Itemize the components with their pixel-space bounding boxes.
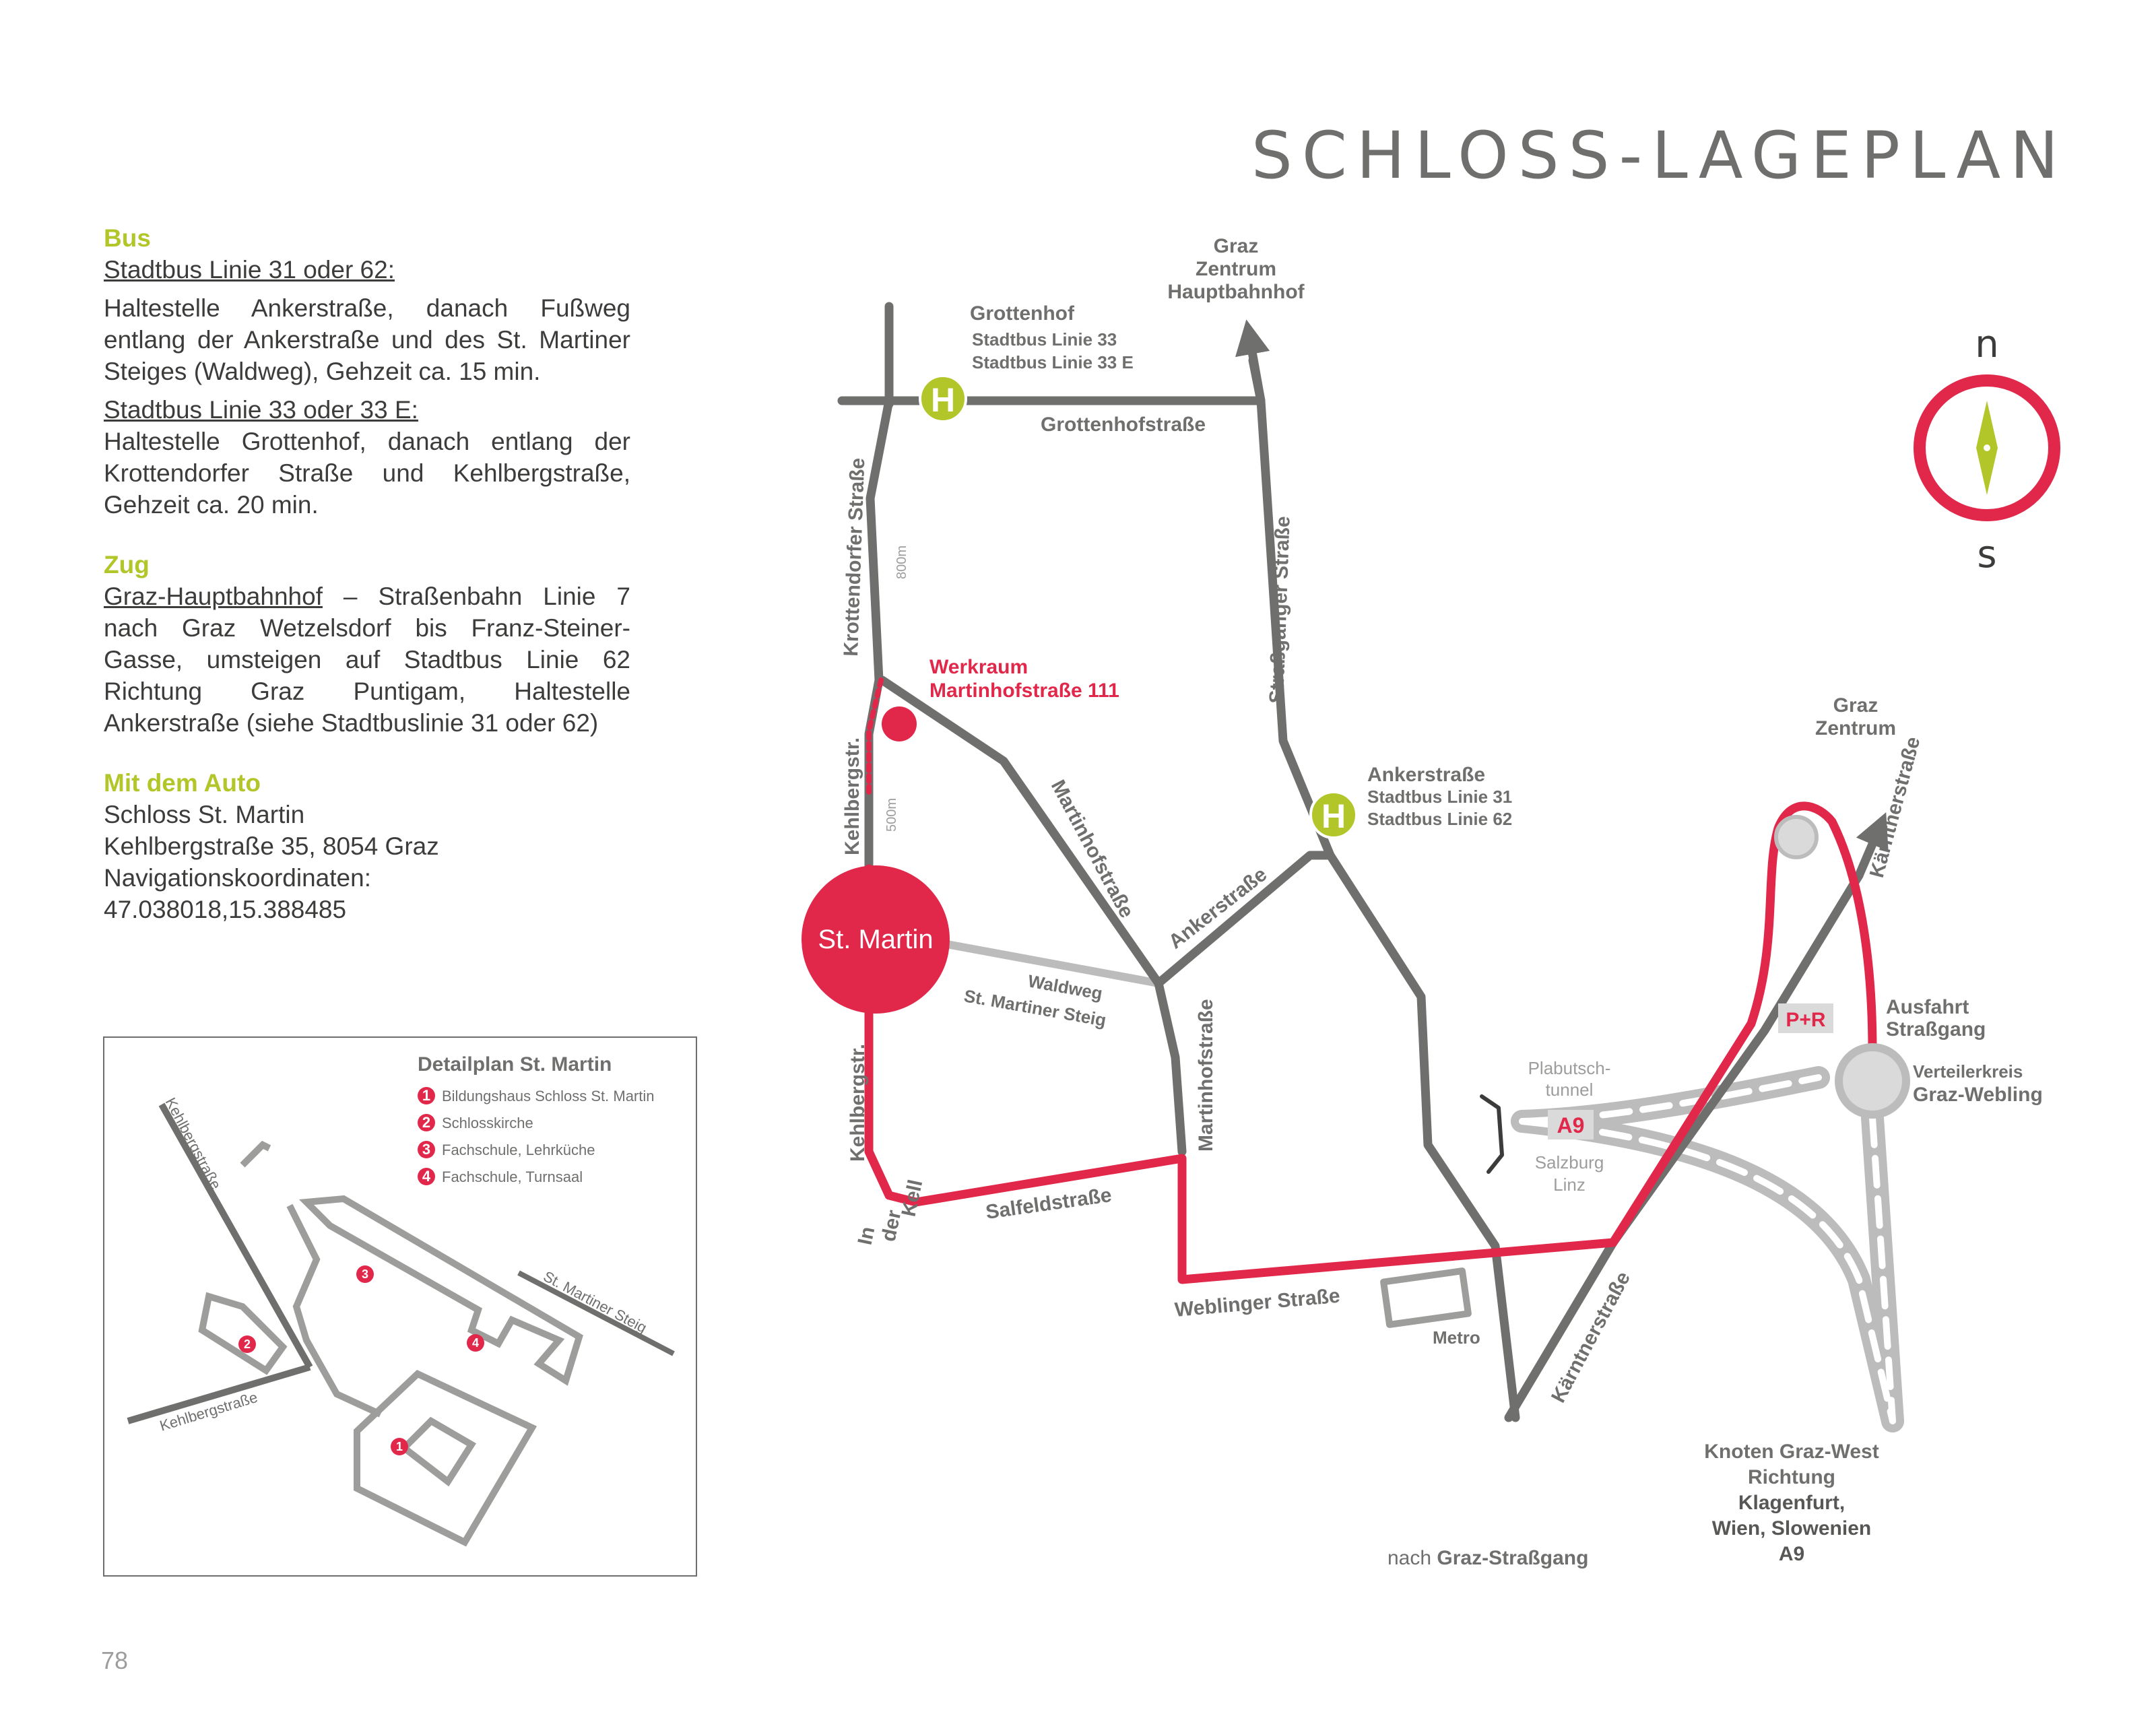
- destination-label: Graz: [1214, 235, 1259, 257]
- train-text: Graz-Hauptbahnhof – Straßenbahn Linie 7 …: [104, 581, 630, 739]
- bus-line1-text: Haltestelle Ankerstraße, danach Fußweg e…: [104, 294, 630, 385]
- street-label: Weblinger Straße: [1174, 1285, 1341, 1321]
- st-martin-marker: [802, 865, 950, 1014]
- a9-label: A9: [1557, 1113, 1585, 1137]
- junction-label: A9: [1779, 1543, 1804, 1565]
- svg-text:H: H: [1321, 797, 1346, 835]
- tunnel-destination: Salzburg: [1535, 1152, 1604, 1172]
- stop-label: Ankerstraße: [1367, 764, 1485, 786]
- detail-markers: [238, 1265, 484, 1455]
- detail-plan: 1 2 3 4 Detailplan St. Martin 1 Bildungsha…: [103, 1036, 697, 1577]
- junction-label: Knoten Graz-West: [1704, 1441, 1879, 1463]
- stop-label: Grottenhof: [970, 302, 1075, 325]
- page-title: SCHLOSS-LAGEPLAN: [1251, 118, 2068, 193]
- junction-label: Richtung: [1748, 1466, 1835, 1488]
- train-description: – Straßenbahn Linie 7 nach Graz Wetzelsd…: [104, 583, 630, 737]
- metro-label: Metro: [1433, 1327, 1480, 1348]
- legend-item: Bildungshaus Schloss St. Martin: [442, 1088, 655, 1104]
- bus-line2-title: Stadtbus Linie 33 oder 33 E:: [104, 396, 418, 424]
- compass-north: n: [1975, 323, 1999, 366]
- svg-text:2: 2: [244, 1337, 251, 1351]
- svg-text:3: 3: [362, 1267, 368, 1281]
- tunnel-destination: Linz: [1553, 1175, 1586, 1195]
- bus-line1-title: Stadtbus Linie 31 oder 62:: [104, 256, 395, 284]
- tunnel-label: tunnel: [1546, 1080, 1594, 1100]
- stop-lines: Stadtbus Linie 33: [972, 329, 1117, 350]
- roundabout-label: Graz-Webling: [1913, 1084, 2043, 1106]
- car-heading: Mit dem Auto: [104, 769, 261, 797]
- werkraum-label: Werkraum: [929, 656, 1028, 678]
- svg-text:2: 2: [422, 1114, 430, 1131]
- destination-label: Hauptbahnhof: [1167, 281, 1305, 303]
- park-ride-circle-icon: [1774, 815, 1819, 859]
- roundabout-icon: [1835, 1043, 1910, 1119]
- car-line: Navigationskoordinaten:: [104, 864, 371, 892]
- street-label: In: [854, 1225, 880, 1247]
- park-ride-label: P+R: [1786, 1009, 1826, 1031]
- street-label: Grottenhofstraße: [1041, 414, 1206, 436]
- tunnel-label: Plabutsch-: [1528, 1058, 1611, 1078]
- bus-stop-icon: H: [919, 374, 967, 423]
- svg-text:H: H: [931, 381, 955, 419]
- car-line: Schloss St. Martin: [104, 801, 305, 828]
- legend-item: Fachschule, Turnsaal: [442, 1168, 583, 1185]
- a9-badge: [1548, 1110, 1594, 1139]
- destination-label: Graz: [1833, 694, 1879, 717]
- stop-lines: Stadtbus Linie 31: [1367, 787, 1512, 807]
- train-heading: Zug: [104, 551, 150, 579]
- svg-text:4: 4: [422, 1168, 431, 1185]
- stop-lines: Stadtbus Linie 33 E: [972, 352, 1134, 372]
- bus-line2-text: Haltestelle Grottenhof, danach entlang d…: [104, 428, 630, 519]
- detail-plan-title: Detailplan St. Martin: [418, 1053, 612, 1076]
- st-martin-label: St. Martin: [818, 925, 933, 954]
- nach-label: nach Graz-Straßgang: [1387, 1547, 1588, 1569]
- page-number: 78: [101, 1647, 129, 1674]
- road-network: [837, 302, 1904, 1432]
- directions-panel: Bus Stadtbus Linie 31 oder 62: Haltestel…: [104, 222, 630, 925]
- street-label: Kell: [898, 1178, 927, 1219]
- car-line: 47.038018,15.388485: [104, 896, 347, 923]
- distance-label: 500m: [884, 798, 899, 832]
- street-label: Martinhofstraße: [1195, 999, 1217, 1152]
- street-label: Kehlbergstr.: [847, 1044, 869, 1162]
- compass: n s: [1914, 323, 2060, 576]
- roundabout-label: Verteilerkreis: [1913, 1061, 2023, 1082]
- street-label: Ankerstraße: [1165, 863, 1271, 954]
- distance-label: 800m: [894, 546, 909, 579]
- park-ride-badge: [1778, 1003, 1833, 1033]
- bus-stop-icon: H: [1309, 791, 1358, 839]
- junction-label: Klagenfurt,: [1738, 1492, 1845, 1514]
- exit-label: Ausfahrt: [1886, 996, 1969, 1018]
- legend-item: Schlosskirche: [442, 1115, 533, 1131]
- street-label: Kärntnerstraße: [1866, 735, 1925, 880]
- werkraum-address: Martinhofstraße 111: [929, 680, 1119, 702]
- destination-label: Zentrum: [1196, 258, 1276, 280]
- svg-text:1: 1: [422, 1087, 430, 1104]
- svg-text:1: 1: [396, 1440, 403, 1453]
- svg-text:3: 3: [422, 1141, 430, 1158]
- werkraum-marker: [882, 706, 917, 741]
- train-link: Graz-Hauptbahnhof: [104, 583, 323, 610]
- legend-item: Fachschule, Lehrküche: [442, 1142, 595, 1158]
- bus-heading: Bus: [104, 224, 151, 252]
- street-label: Krottendorfer Straße: [840, 457, 869, 657]
- stop-lines: Stadtbus Linie 62: [1367, 809, 1512, 829]
- svg-text:4: 4: [472, 1336, 479, 1350]
- street-label: Kehlbergstr.: [841, 737, 863, 855]
- compass-south: s: [1977, 533, 1996, 576]
- destination-label: Zentrum: [1815, 717, 1896, 739]
- exit-label: Straßgang: [1886, 1018, 1986, 1040]
- junction-label: Wien, Slowenien: [1712, 1517, 1871, 1540]
- car-line: Kehlbergstraße 35, 8054 Graz: [104, 832, 439, 860]
